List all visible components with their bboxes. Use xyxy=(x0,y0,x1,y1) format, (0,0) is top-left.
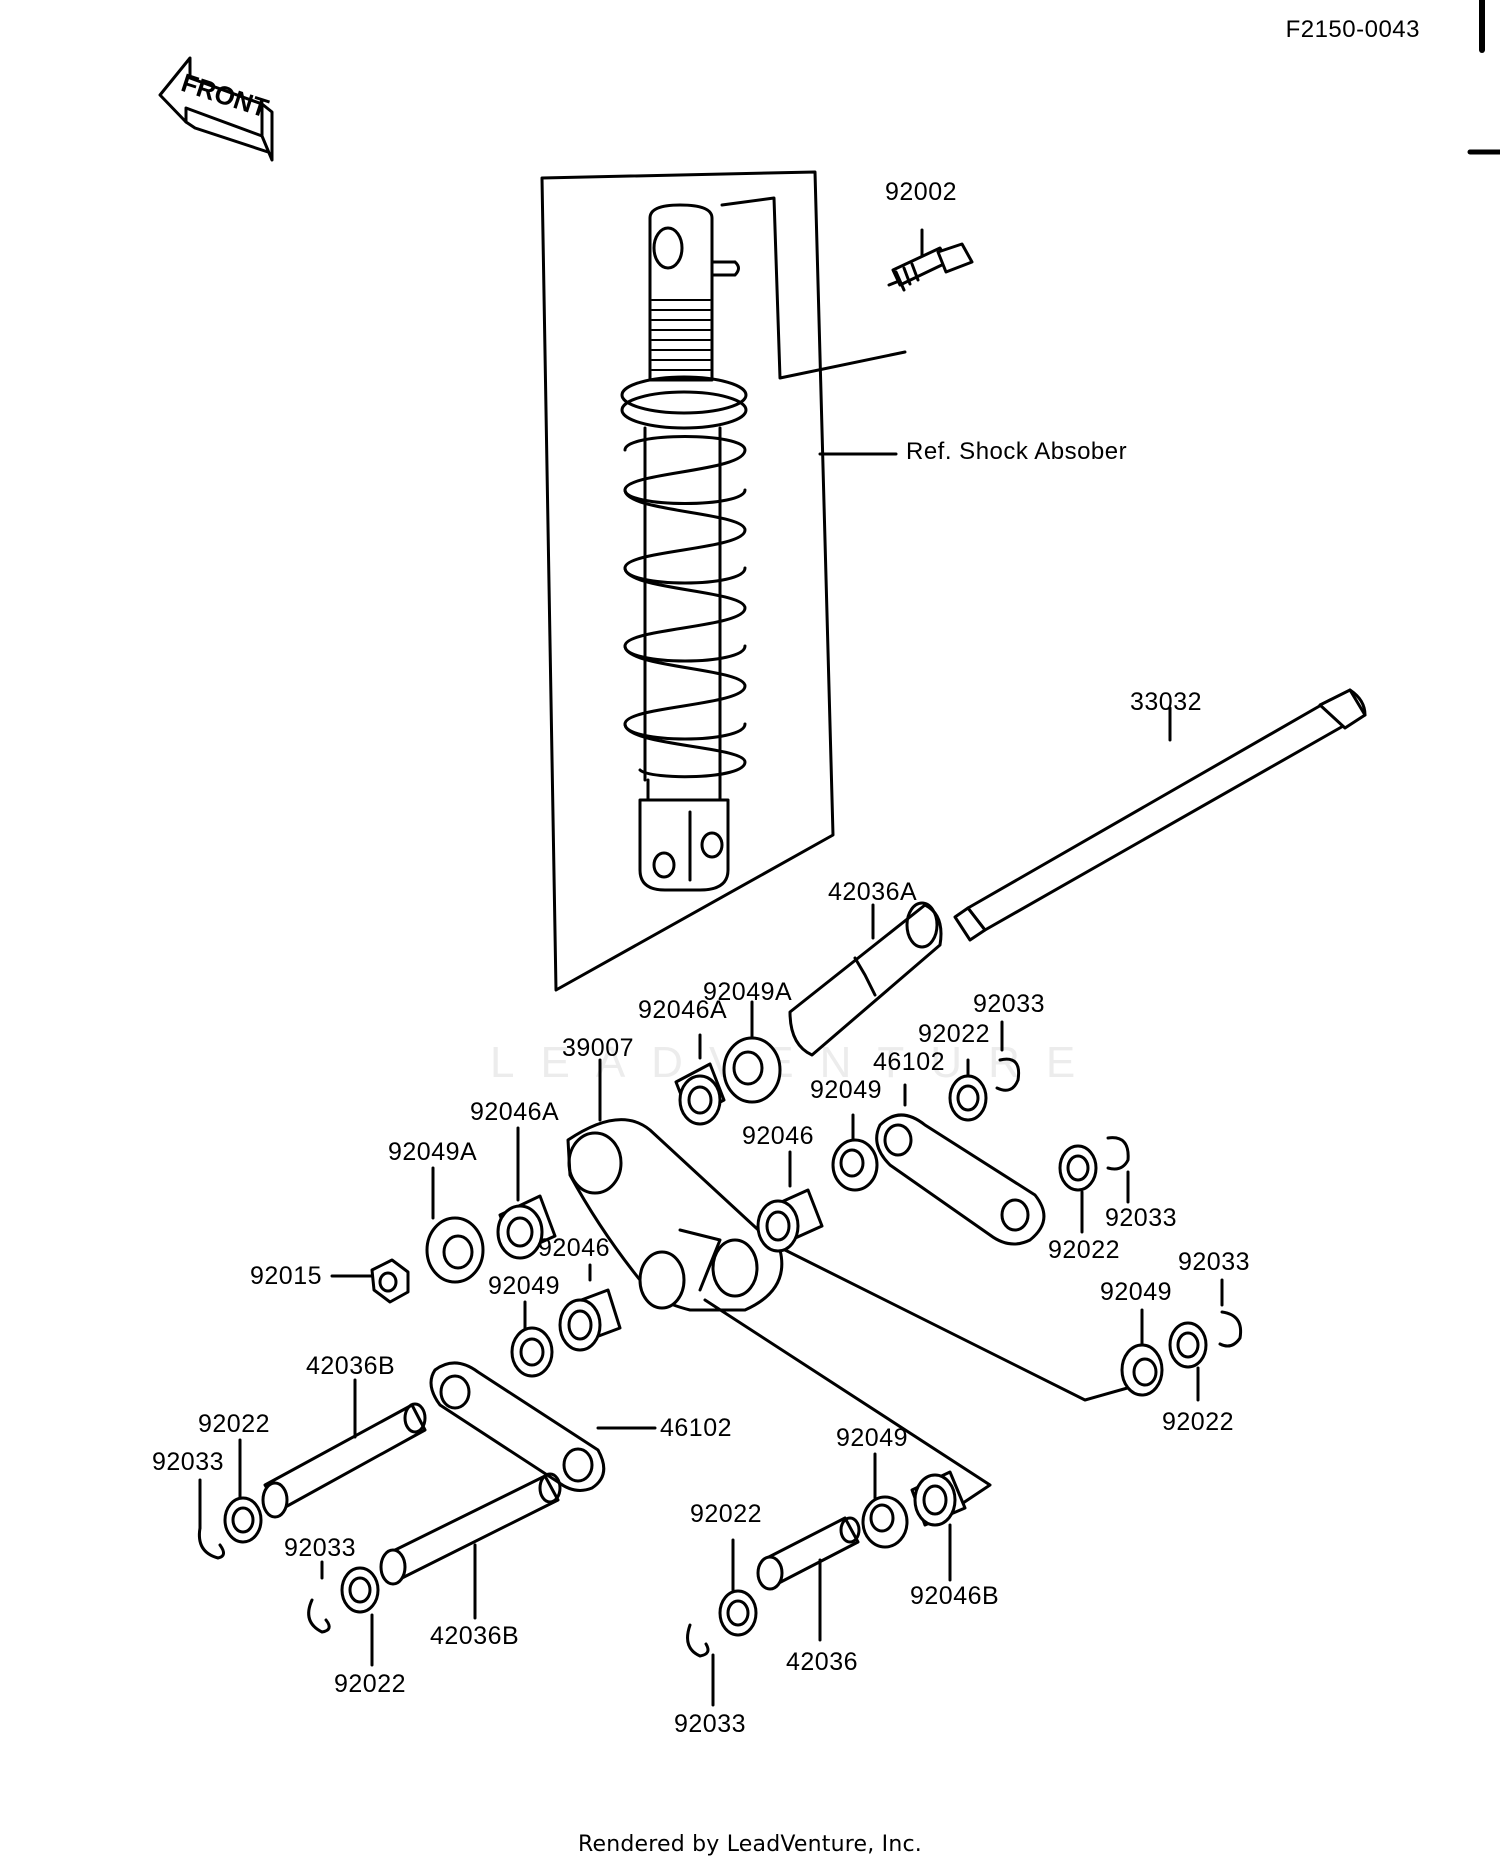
circlip-92033-r3 xyxy=(1218,1310,1243,1348)
part-label-92033-l1: 92033 xyxy=(152,1448,225,1476)
part-label-92049-r3: 92049 xyxy=(1100,1278,1173,1306)
part-label-46102-left: 46102 xyxy=(660,1414,733,1442)
bearing-92046A-top xyxy=(674,1062,726,1126)
rocker-arm-39007 xyxy=(566,1118,784,1312)
seal-92049-left xyxy=(510,1326,554,1378)
ref-shock-absorber-label: Ref. Shock Absober xyxy=(906,438,1128,465)
bolt-92002 xyxy=(891,242,974,292)
part-label-92033-bottom: 92033 xyxy=(674,1710,747,1738)
part-label-92049A-left: 92049A xyxy=(388,1138,478,1166)
part-label-33032: 33032 xyxy=(1130,688,1203,716)
link-46102-right xyxy=(875,1113,1046,1246)
bearing-92046B xyxy=(910,1470,967,1527)
part-label-92022-l1: 92022 xyxy=(198,1410,271,1438)
part-label-92022-r2: 92022 xyxy=(1048,1236,1121,1264)
part-label-92033-r2: 92033 xyxy=(1105,1204,1178,1232)
footer-credit: Rendered by LeadVenture, Inc. xyxy=(578,1832,922,1857)
shock-absorber xyxy=(620,203,748,892)
part-label-42036A: 42036A xyxy=(828,878,918,906)
seal-92049A-left xyxy=(425,1216,485,1284)
nut-92015 xyxy=(370,1258,410,1304)
part-label-92033-l2: 92033 xyxy=(284,1534,357,1562)
diagram-code: F2150-0043 xyxy=(1285,16,1420,43)
part-label-92022-bottom-left: 92022 xyxy=(334,1670,407,1698)
part-label-92046A-left: 92046A xyxy=(470,1098,560,1126)
circlip-92033-r2 xyxy=(1106,1136,1130,1171)
part-label-92046A-top: 92046A xyxy=(638,996,728,1024)
part-label-92049-bottom: 92049 xyxy=(836,1424,909,1452)
pin-42036B-bottom xyxy=(379,1472,562,1586)
pin-42036B-top xyxy=(261,1402,427,1519)
seal-92049-r xyxy=(831,1138,879,1192)
part-label-92046B: 92046B xyxy=(910,1582,1000,1610)
part-label-92046-m: 92046 xyxy=(742,1122,815,1150)
pin-42036 xyxy=(756,1516,861,1591)
part-label-92015: 92015 xyxy=(250,1262,323,1290)
part-label-42036B-bottom: 42036B xyxy=(430,1622,520,1650)
axle-33032 xyxy=(953,688,1367,942)
part-label-92022-r1: 92022 xyxy=(918,1020,991,1048)
part-label-46102-right: 46102 xyxy=(873,1048,946,1076)
circlip-92033-l2 xyxy=(307,1598,331,1634)
part-label-92049A-top: 92049A xyxy=(703,978,793,1006)
link-46102-left xyxy=(429,1361,606,1492)
washer-92022-b xyxy=(340,1566,380,1614)
part-label-92049-r: 92049 xyxy=(810,1076,883,1104)
circlip-92033-l1 xyxy=(197,1526,225,1560)
part-label-92033-r1: 92033 xyxy=(973,990,1046,1018)
seal-92049A-top xyxy=(722,1036,782,1104)
washer-92022-r3 xyxy=(1168,1321,1208,1369)
part-label-42036B-top: 42036B xyxy=(306,1352,396,1380)
bearing-92046-left xyxy=(558,1288,622,1352)
washer-92022-r2 xyxy=(1058,1144,1098,1192)
part-label-42036: 42036 xyxy=(786,1648,859,1676)
part-label-92022-r3: 92022 xyxy=(1162,1408,1235,1436)
shock-reference-box xyxy=(540,170,835,992)
part-label-39007: 39007 xyxy=(562,1034,635,1062)
part-label-92046-left: 92046 xyxy=(538,1234,611,1262)
washer-92022-l2 xyxy=(718,1589,758,1637)
part-label-92002: 92002 xyxy=(885,178,958,206)
circlip-92033-r1 xyxy=(995,1057,1021,1092)
bearing-92046-m xyxy=(756,1188,824,1253)
washer-92022-r1 xyxy=(948,1074,988,1122)
part-label-92033-r3: 92033 xyxy=(1178,1248,1251,1276)
sleeve-42036A xyxy=(788,901,943,1057)
washer-92022-l1 xyxy=(223,1496,263,1544)
part-label-92049-left: 92049 xyxy=(488,1272,561,1300)
circlip-92033-b xyxy=(686,1623,710,1658)
front-arrow-icon xyxy=(158,56,274,162)
part-label-92022-l2: 92022 xyxy=(690,1500,763,1528)
bearing-92046A-left xyxy=(496,1194,557,1260)
